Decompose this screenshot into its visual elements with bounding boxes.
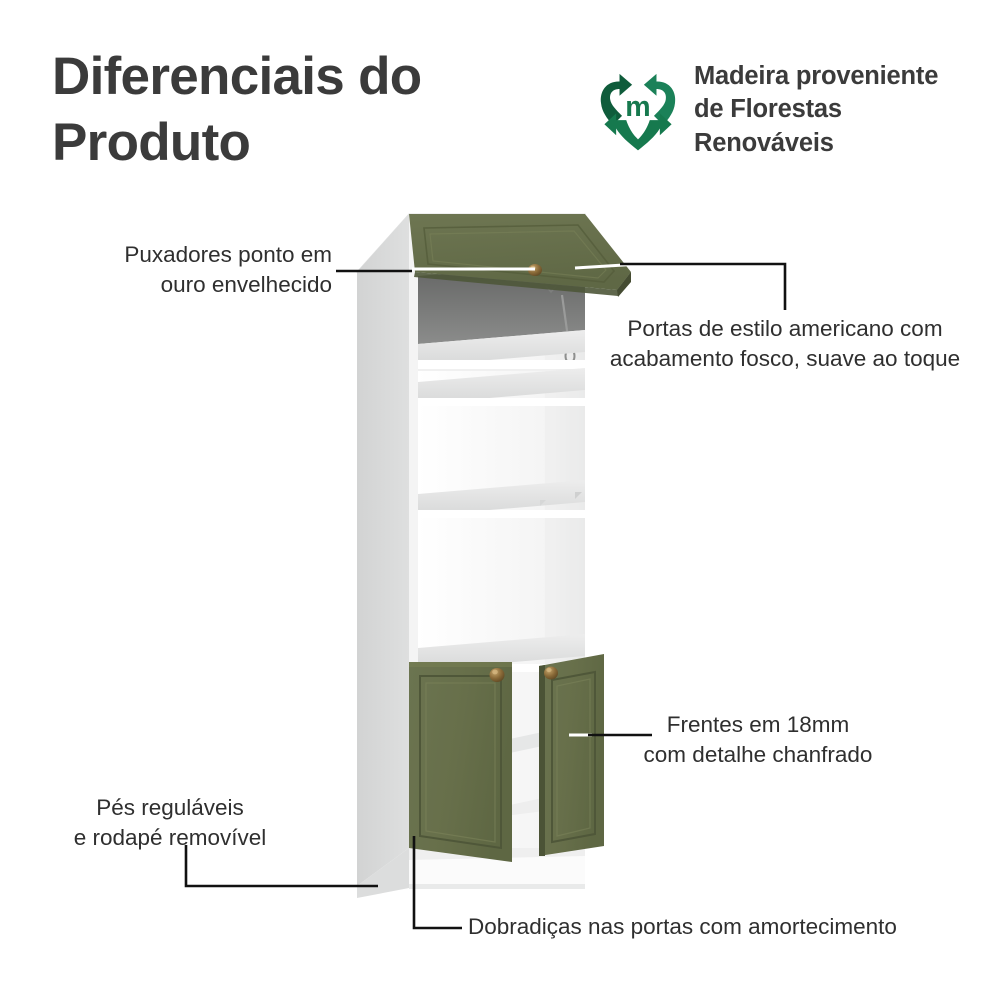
callout-label-pes: Pés reguláveis e rodapé removível (73, 795, 267, 850)
eco-certification-badge: m Madeira proveniente de Florestas Renov… (596, 62, 988, 158)
recycle-heart-logo-icon: m (600, 73, 676, 151)
top-door-knob-icon (528, 264, 542, 276)
cabinet-lower-right-door[interactable] (539, 654, 604, 856)
cabinet-lower-left-door[interactable] (409, 662, 512, 862)
lower-left-door-knob-icon (489, 668, 505, 682)
page-title: Diferenciais do Produto (52, 47, 422, 172)
lower-right-door-knob-icon (544, 666, 558, 680)
eco-certification-text: Madeira proveniente de Florestas Renováv… (694, 62, 939, 157)
logo-letter-m: m (625, 91, 650, 123)
callout-label-dobradicas: Dobradiças nas portas com amortecimento (468, 914, 897, 939)
callout-label-portas: Portas de estilo americano com acabament… (609, 316, 961, 371)
cabinet-top-door[interactable] (409, 214, 631, 297)
callout-label-puxadores: Puxadores ponto em ouro envelhecido (124, 242, 332, 297)
callout-label-frentes: Frentes em 18mm com detalhe chanfrado (643, 712, 873, 767)
